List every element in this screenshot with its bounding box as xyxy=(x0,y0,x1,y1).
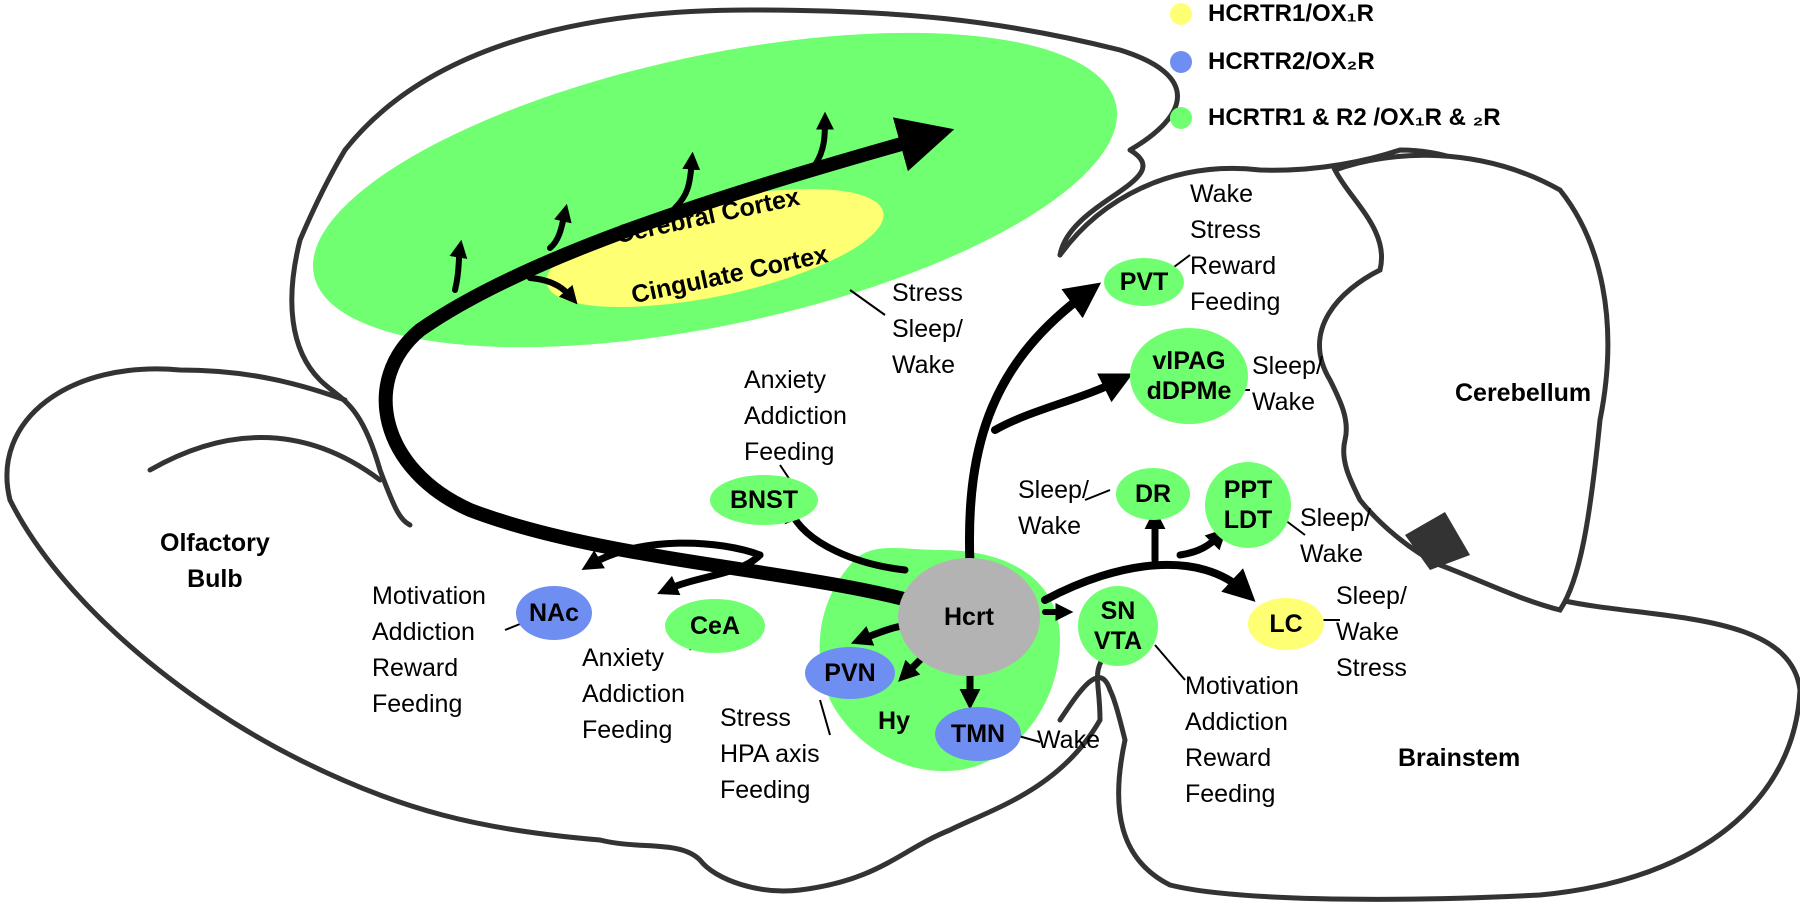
node-hcrt: Hcrt xyxy=(898,558,1040,676)
tmn-function-label: Wake xyxy=(1037,726,1100,754)
projection-arrows xyxy=(581,282,1256,710)
brainstem-label: Brainstem xyxy=(1398,744,1521,772)
vlpag-function-label: Sleep/ Wake xyxy=(1252,352,1323,416)
legend-item-both: HCRTR1 & R2 /OX₁R & ₂R xyxy=(1170,104,1501,132)
cerebellum-label: Cerebellum xyxy=(1455,379,1592,407)
legend-item-ox2r: HCRTR2/OX₂R xyxy=(1170,48,1375,76)
legend-item-ox1r: HCRTR1/OX₁R xyxy=(1170,0,1374,28)
olfactory-bulb-label: Olfactory Bulb xyxy=(160,529,270,593)
pvt-function-label: Wake Stress Reward Feeding xyxy=(1190,180,1281,316)
dr-function-label: Sleep/ Wake xyxy=(1018,476,1089,540)
bnst-function-label: Anxiety Addiction Feeding xyxy=(744,366,847,466)
legend-swatch-green xyxy=(1170,107,1192,129)
node-pvn: PVN xyxy=(805,647,895,699)
node-vlpag: vlPAG dDPMe xyxy=(1130,328,1248,424)
nac-function-label: Motivation Addiction Reward Feeding xyxy=(372,582,486,718)
node-ppt: PPT LDT xyxy=(1205,462,1291,548)
sn-function-label: Motivation Addiction Reward Feeding xyxy=(1185,672,1299,808)
legend-label: HCRTR1/OX₁R xyxy=(1208,0,1374,27)
cortex-function-label: Stress Sleep/ Wake xyxy=(892,279,963,379)
cerebral-cortex-region xyxy=(312,32,1118,348)
brain-outline xyxy=(4,7,1800,902)
node-dr: DR xyxy=(1116,468,1190,520)
legend-swatch-yellow xyxy=(1170,3,1192,25)
lc-function-label: Sleep/ Wake Stress xyxy=(1336,582,1407,682)
legend-label: HCRTR1 & R2 /OX₁R & ₂R xyxy=(1208,104,1501,131)
node-sn: SN VTA xyxy=(1078,586,1158,666)
legend-swatch-blue xyxy=(1170,51,1192,73)
ppt-function-label: Sleep/ Wake xyxy=(1300,504,1371,568)
cerebellum xyxy=(1317,152,1611,613)
node-bnst: BNST xyxy=(710,475,818,525)
node-nac: NAc xyxy=(516,586,592,640)
cea-function-label: Anxiety Addiction Feeding xyxy=(582,644,685,744)
node-tmn: TMN xyxy=(935,707,1021,761)
cingulate-cortex-region xyxy=(546,188,884,308)
node-cea: CeA xyxy=(665,599,765,653)
node-lc: LC xyxy=(1248,598,1324,650)
node-hy: Hy xyxy=(878,707,910,735)
legend-label: HCRTR2/OX₂R xyxy=(1208,48,1375,75)
cortical-projection xyxy=(378,111,955,609)
pvn-function-label: Stress HPA axis Feeding xyxy=(720,704,820,804)
node-pvt: PVT xyxy=(1104,258,1184,306)
